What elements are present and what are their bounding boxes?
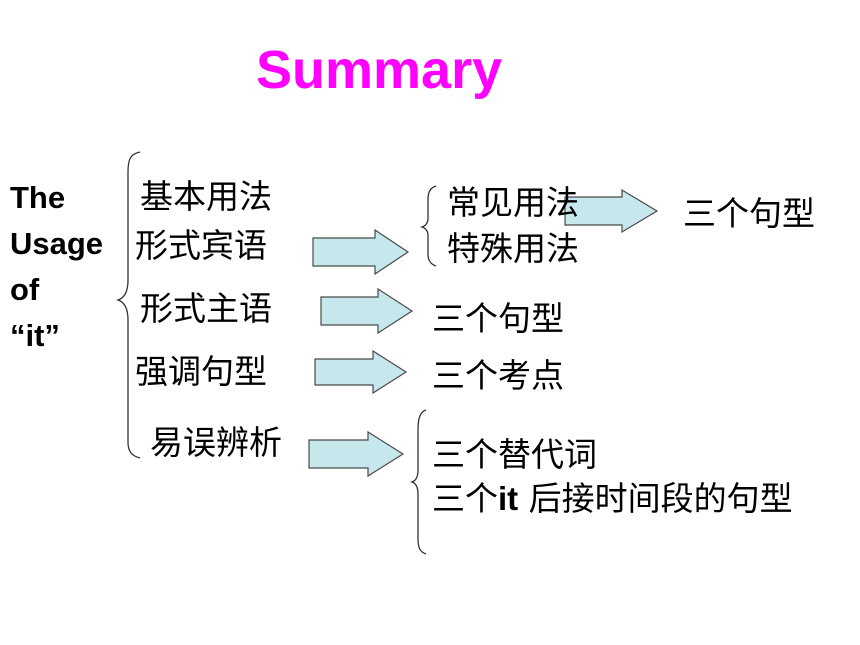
- branch-formal-object: 形式宾语: [135, 226, 267, 265]
- arrow-emphatic: [314, 349, 408, 395]
- topic-line-4: “it”: [10, 318, 60, 353]
- main-brace: [115, 151, 141, 459]
- topic-label: The Usage of “it”: [10, 175, 103, 359]
- branch-formal-subject: 形式主语: [140, 289, 272, 328]
- result-three-patterns-a: 三个句型: [683, 194, 815, 233]
- topic-line-2: Usage: [10, 226, 104, 261]
- branch-emphatic: 强调句型: [135, 352, 267, 391]
- arrow-confusables: [308, 430, 405, 478]
- branch-basic-usage: 基本用法: [140, 177, 272, 216]
- result-it-time-pattern: 三个it 后接时间段的句型: [432, 478, 793, 520]
- arrow-formal-subject: [320, 287, 414, 335]
- arrow-formal-object: [312, 228, 410, 276]
- usage-brace: [419, 185, 437, 267]
- topic-line-1: The: [10, 180, 66, 215]
- topic-line-3: of: [10, 272, 40, 307]
- result-three-patterns-b: 三个句型: [432, 299, 564, 338]
- result-three-substitutes: 三个替代词: [432, 435, 597, 474]
- page-title: Summary: [256, 40, 503, 100]
- it-word: it: [498, 480, 519, 517]
- result-three-points: 三个考点: [432, 356, 564, 395]
- result-common-usage: 常见用法: [447, 183, 579, 222]
- branch-confusables: 易误辨析: [150, 423, 282, 462]
- it-prefix: 三个: [432, 479, 498, 518]
- confusion-brace: [409, 409, 427, 555]
- arrow-common-usage: [564, 188, 659, 234]
- it-suffix: 后接时间段的句型: [518, 479, 793, 518]
- result-special-usage: 特殊用法: [447, 229, 579, 268]
